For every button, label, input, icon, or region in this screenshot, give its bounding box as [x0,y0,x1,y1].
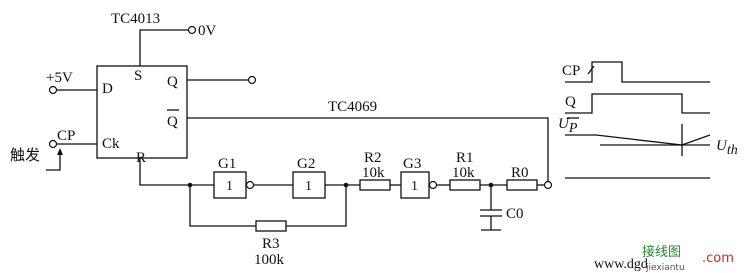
r3-body [255,220,287,232]
junction-r3-left [187,182,193,188]
label-g1: G1 [218,156,236,172]
wave-label-uth: Uth [716,138,738,158]
pin-s-label: S [134,68,142,84]
wire-qbar-feedback [187,117,549,185]
terminal-cp [48,139,58,149]
label-r1-value: 10k [452,165,475,181]
label-plus5v: +5V [46,70,73,86]
wave-cp-edge-arrow [587,65,595,75]
wire-s-to-0v [139,29,188,66]
terminal-0v [187,25,197,35]
pin-q-label: Q [167,74,178,90]
watermark-url-left: www.dgd [594,257,648,272]
gate-g3: G3 1 [400,156,438,199]
watermark-url-right: .com [702,251,734,266]
g1-symbol: 1 [226,179,233,194]
wire-r-to-g1 [139,158,214,186]
junction-r3-right [343,182,349,188]
wave-up [565,134,711,146]
resistor-r0: R0 [506,165,538,191]
label-trigger: 触发 [10,146,40,164]
g2-symbol: 1 [305,179,312,194]
label-c0: C0 [506,206,524,222]
label-g3: G3 [403,156,421,172]
g3-symbol: 1 [411,179,418,194]
wave-label-q: Q [565,94,576,110]
ic-label-tc4069: TC4069 [328,99,377,115]
trigger-arrowhead [57,148,63,155]
flipflop-tc4013: TC4013 0V S D Q Q Ck R +5V CP 触发 [10,11,257,171]
r2-body [359,179,391,191]
wire-r3-right [286,185,347,227]
trigger-pulse-arrow [46,152,61,171]
label-r2-value: 10k [362,165,385,181]
pin-qbar-label: Q [167,114,178,130]
g2-body [292,171,326,199]
label-0v: 0V [198,23,217,39]
pin-d-label: D [102,81,113,97]
label-r2: R2 [364,150,382,166]
resistor-r2: R2 10k [359,150,391,191]
resistor-r1: R1 10k [449,150,481,191]
wave-label-up: UP [558,116,578,136]
label-r1: R1 [456,150,474,166]
terminal-r0 [543,180,553,190]
label-r3: R3 [262,236,280,252]
watermark-cn: 接线图 [642,244,681,260]
watermark-url-small: jiexiantu [645,263,685,273]
wave-label-cp: CP [562,63,580,79]
wire-r3-left [189,185,256,227]
wave-q [565,93,710,114]
g1-bubble [245,180,255,190]
label-g2: G2 [297,156,315,172]
flipflop-body [96,65,188,159]
g3-bubble [428,180,438,190]
pin-ck-label: Ck [102,136,120,152]
wave-cp [565,61,710,83]
pin-r-label: R [136,150,146,166]
r0-body [506,179,538,191]
terminal-q [247,75,257,85]
resistor-r3: R3 100k [254,220,287,268]
r1-body [449,179,481,191]
g3-body [400,171,430,199]
watermark: 接线图 www.dgd .com jiexiantu [594,244,734,273]
gate-g2: G2 1 [292,156,326,199]
gate-g1: G1 1 [213,156,255,199]
waveform-panel: CP Q UP Uth [558,61,738,179]
ic-label-tc4013: TC4013 [111,11,160,27]
label-r0: R0 [511,165,529,181]
terminal-plus5v [48,85,58,95]
label-cp: CP [57,128,75,144]
label-r3-value: 100k [254,252,285,268]
capacitor-c0: C0 [480,185,524,231]
